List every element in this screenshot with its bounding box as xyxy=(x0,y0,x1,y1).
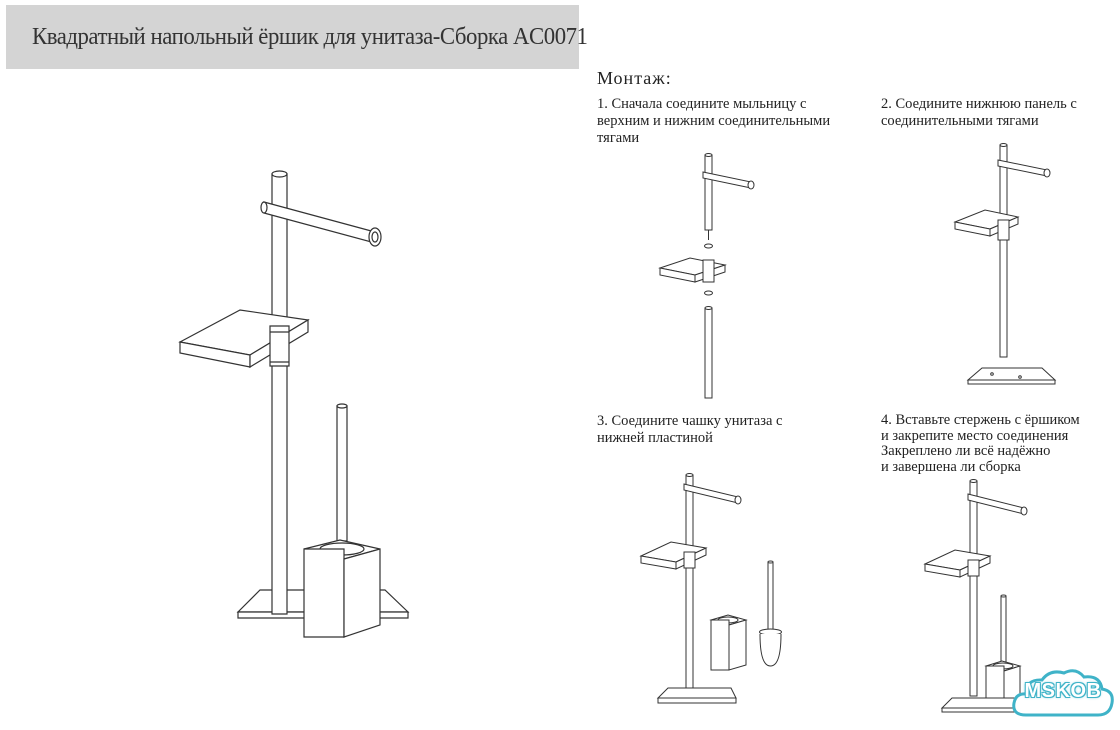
step-2-illustration xyxy=(950,140,1060,395)
step-1-illustration xyxy=(655,150,765,400)
title-bar: Квадратный напольный ёршик для унитаза-С… xyxy=(6,5,588,69)
step-3-line: 3. Соедините чашку унитаза с xyxy=(597,413,783,429)
step-4-line: и закрепите место соединения xyxy=(881,427,1069,444)
step-2-line: соединительными тягами xyxy=(881,113,1039,129)
step-1-line: 1. Сначала соедините мыльницу с xyxy=(597,96,807,112)
assembly-step-4: 4. Вставьте стержень с ёршиком и закрепи… xyxy=(881,412,1080,475)
step-1-line: верхним и нижним соединительными xyxy=(597,113,831,129)
assembly-heading: Монтаж: xyxy=(597,68,672,88)
page-title: Квадратный напольный ёршик для унитаза-С… xyxy=(32,23,588,50)
assembly-step-1: 1. Сначала соедините мыльницу с верхним … xyxy=(597,96,830,147)
assembly-step-2: 2. Соедините нижнюю панель с соединитель… xyxy=(881,96,1077,130)
step-4-line: Закреплено ли всё надёжно xyxy=(881,443,1051,459)
step-4-illustration xyxy=(922,476,1042,726)
assembly-step-3: 3. Соедините чашку унитаза с нижней плас… xyxy=(597,413,782,447)
logo-text: MSKOB xyxy=(1024,680,1102,702)
step-2-line: 2. Соедините нижнюю панель с xyxy=(881,96,1077,112)
mskob-logo: MSKOB xyxy=(1010,663,1116,725)
cloud-icon xyxy=(1012,669,1114,717)
step-4-line: 4. Вставьте стержень с ёршиком xyxy=(881,412,1080,428)
product-main-illustration xyxy=(180,160,415,650)
step-3-line: нижней пластиной xyxy=(597,430,713,446)
step-1-line: тягами xyxy=(597,130,640,146)
step-4-line: и завершена ли сборка xyxy=(881,458,1021,475)
step-3-illustration xyxy=(636,470,796,720)
